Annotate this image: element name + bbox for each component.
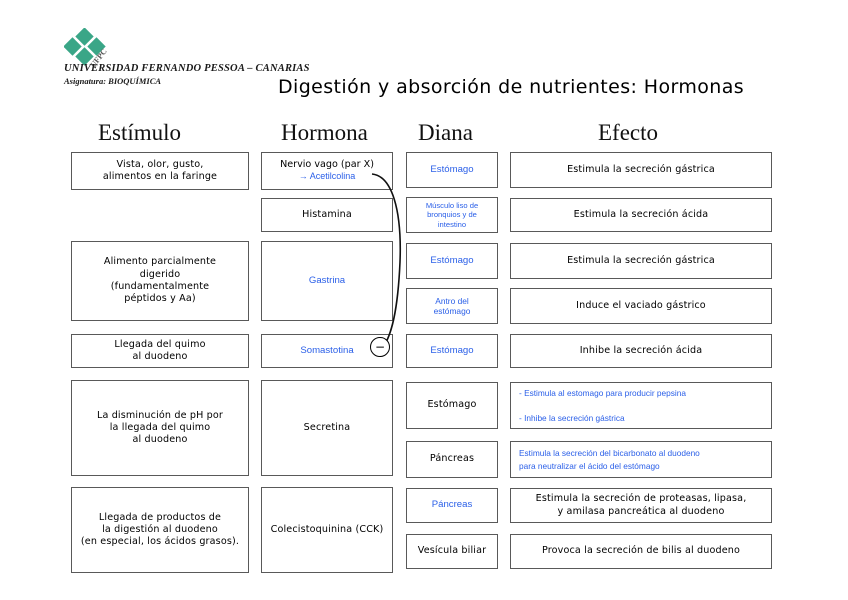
estimulo-cell-1: Vista, olor, gusto,alimentos en la farin… bbox=[71, 152, 249, 190]
efecto-cell-9: Provoca la secreción de bilis al duodeno bbox=[510, 534, 772, 569]
subject-line: Asignatura: BIOQUÍMICA bbox=[64, 76, 162, 86]
efecto-cell-3: Estimula la secreción gástrica bbox=[510, 243, 772, 279]
hormona-cell-secretina: Secretina bbox=[261, 380, 393, 476]
diana-cell-3: Estómago bbox=[406, 243, 498, 279]
column-header-estimulo: Estímulo bbox=[98, 120, 182, 145]
page-title: Digestión y absorción de nutrientes: Hor… bbox=[278, 76, 745, 98]
hormona-cell-histamina: Histamina bbox=[261, 198, 393, 232]
efecto-cell-7: Estimula la secreción del bicarbonato al… bbox=[510, 441, 772, 478]
efecto-cell-2: Estimula la secreción ácida bbox=[510, 198, 772, 232]
efecto-cell-4: Induce el vaciado gástrico bbox=[510, 288, 772, 324]
hormona-cell-cck: Colecistoquinina (CCK) bbox=[261, 487, 393, 573]
efecto-cell-5: Inhibe la secreción ácida bbox=[510, 334, 772, 368]
ufpc-logo: UFPC bbox=[64, 28, 124, 74]
efecto-cell-8: Estimula la secreción de proteasas, lipa… bbox=[510, 488, 772, 523]
inhibition-minus-icon: − bbox=[370, 337, 390, 357]
diana-cell-1: Estómago bbox=[406, 152, 498, 188]
diana-cell-7: Páncreas bbox=[406, 441, 498, 478]
column-header-hormona: Hormona bbox=[281, 120, 368, 145]
hormona-line-1: Nervio vago (par X) bbox=[280, 159, 374, 171]
column-header-efecto: Efecto bbox=[598, 120, 659, 145]
diana-cell-8: Páncreas bbox=[406, 488, 498, 523]
diana-cell-9: Vesícula biliar bbox=[406, 534, 498, 569]
hormona-line-2-acetilcolina: → Acetilcolina bbox=[298, 171, 356, 182]
column-header-diana: Diana bbox=[418, 120, 473, 145]
hormona-cell-nervio-vago: Nervio vago (par X) → Acetilcolina bbox=[261, 152, 393, 190]
efecto-cell-6: - Estimula al estomago para producir pep… bbox=[510, 382, 772, 429]
university-name: UNIVERSIDAD FERNANDO PESSOA – CANARIAS bbox=[64, 63, 310, 74]
diana-cell-6: Estómago bbox=[406, 382, 498, 429]
efecto-cell-1: Estimula la secreción gástrica bbox=[510, 152, 772, 188]
minus-glyph: − bbox=[374, 340, 386, 354]
hormona-cell-gastrina: Gastrina bbox=[261, 241, 393, 321]
diana-cell-5: Estómago bbox=[406, 334, 498, 368]
